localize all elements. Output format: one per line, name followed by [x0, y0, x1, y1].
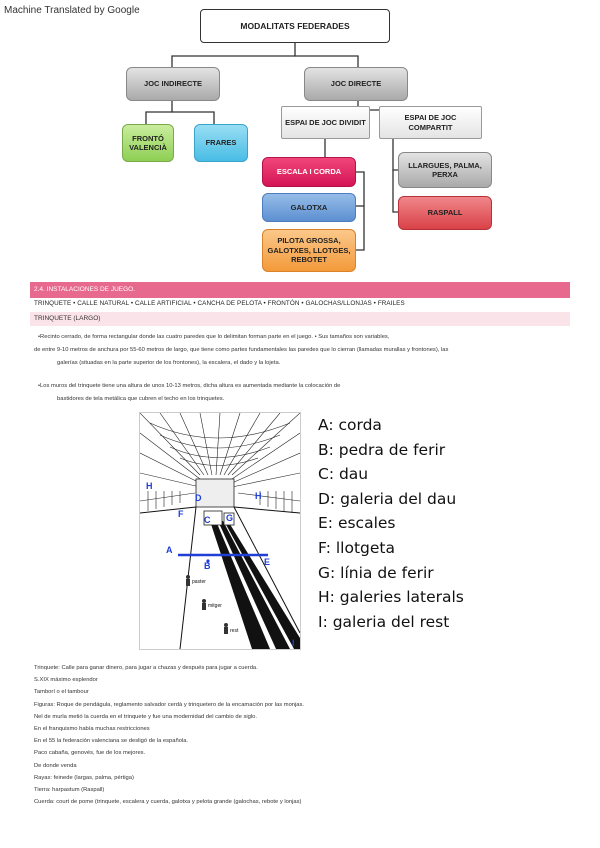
federated-modalities-diagram: MODALITATS FEDERADES JOC INDIRECTE JOC D… [0, 0, 600, 280]
court-letter-e: E [264, 557, 270, 567]
court-letter-d: D [195, 493, 202, 503]
legend-item: C: dau [318, 465, 369, 484]
note-line: Nel de murla metió la cuerda en el trinq… [34, 713, 257, 720]
note-line: Paco cabaña, genovés, fue de los mejores… [34, 750, 146, 757]
section-heading: 2.4. INSTALACIONES DE JUEGO. [30, 282, 570, 298]
court-label-paster: paster [192, 579, 206, 585]
note-line: Tierra: harpastum (Raspall) [34, 787, 105, 794]
shared-space-box: ESPAI DE JOC COMPARTIT [379, 106, 482, 139]
galotxa-box: GALOTXA [262, 193, 356, 222]
machine-translated-label: Machine Translated by Google [4, 5, 140, 16]
legend-item: B: pedra de ferir [318, 440, 446, 459]
court-letter-i: I [292, 638, 295, 648]
escala-corda-box: ESCALA I CORDA [262, 157, 356, 187]
legend-item: F: llotgeta [318, 538, 395, 557]
note-line: En el 55 la federación valenciana se des… [34, 738, 189, 745]
indirect-play-box: JOC INDIRECTE [126, 67, 220, 101]
court-letter-h-left: H [146, 481, 153, 491]
court-letter-a: A [166, 545, 173, 555]
trinquete-court-figure: A B C D E F G H H I paster mitger rest [139, 412, 301, 650]
divided-space-box: ESPAI DE JOC DIVIDIT [281, 106, 370, 139]
court-letter-b: B [204, 561, 211, 571]
modalities-root-box: MODALITATS FEDERADES [200, 9, 390, 43]
pilota-grossa-box: PILOTA GROSSA, GALOTXES, LLOTGES, REBOTE… [262, 229, 356, 272]
note-line: Trinquete: Calle para ganar dinero, para… [34, 665, 258, 671]
paragraph-1-line-1: •Recinto cerrado, de forma rectangular d… [38, 334, 390, 340]
note-line: S.XIX máximo esplendor [34, 677, 98, 684]
note-line: De donde venda [34, 762, 77, 769]
raspall-box: RASPALL [398, 196, 492, 230]
paragraph-1-line-3: galerías (situadas en la parte superior … [57, 360, 281, 366]
llargues-box: LLARGUES, PALMA, PERXA [398, 152, 492, 188]
legend-item: I: galeria del rest [318, 612, 450, 631]
legend-item: D: galeria del dau [318, 489, 457, 508]
fronto-valencia-box: FRONTÓ VALENCIÀ [122, 124, 174, 162]
legend-item: G: línia de ferir [318, 563, 434, 582]
frares-box: FRARES [194, 124, 248, 162]
court-letter-c: C [204, 515, 211, 525]
note-line: Rayas: feinede (largas, palma, pértiga) [34, 774, 134, 781]
court-drawing: A B C D E F G H H I paster mitger rest [139, 412, 301, 650]
court-label-rest: rest [230, 628, 239, 634]
paragraph-2-line-2: bastidores de tela metálica que cubren e… [57, 396, 225, 402]
note-line: En el franquismo había muchas restriccio… [34, 726, 150, 733]
direct-play-box: JOC DIRECTE [304, 67, 408, 101]
note-line: Figuras: Roque de pendágula, reglamento … [34, 701, 305, 708]
installations-list: TRINQUETE • CALLE NATURAL • CALLE ARTIFI… [34, 300, 405, 307]
court-letter-h-right: H [255, 491, 262, 501]
legend-item: A: corda [318, 416, 382, 434]
paragraph-1-line-2: de entre 9-10 metros de anchura por 55-6… [34, 347, 449, 353]
notes-list: Trinquete: Calle para ganar dinero, para… [34, 662, 304, 808]
court-label-mitger: mitger [208, 603, 222, 609]
court-letter-f: F [178, 509, 184, 519]
paragraph-2-line-1: •Los muros del trinquete tiene una altur… [38, 383, 341, 389]
legend-item: H: galeries laterals [318, 588, 464, 607]
note-line: Cuerda: court de pome (trinquete, escale… [34, 799, 302, 806]
trinquete-subheading: TRINQUETE (LARGO) [30, 312, 570, 326]
court-legend: A: corda B: pedra de ferir C: dau D: gal… [318, 413, 578, 634]
court-letter-g: G [226, 513, 233, 523]
legend-item: E: escales [318, 514, 396, 533]
note-line: Tamborí o el tambour [34, 689, 89, 696]
